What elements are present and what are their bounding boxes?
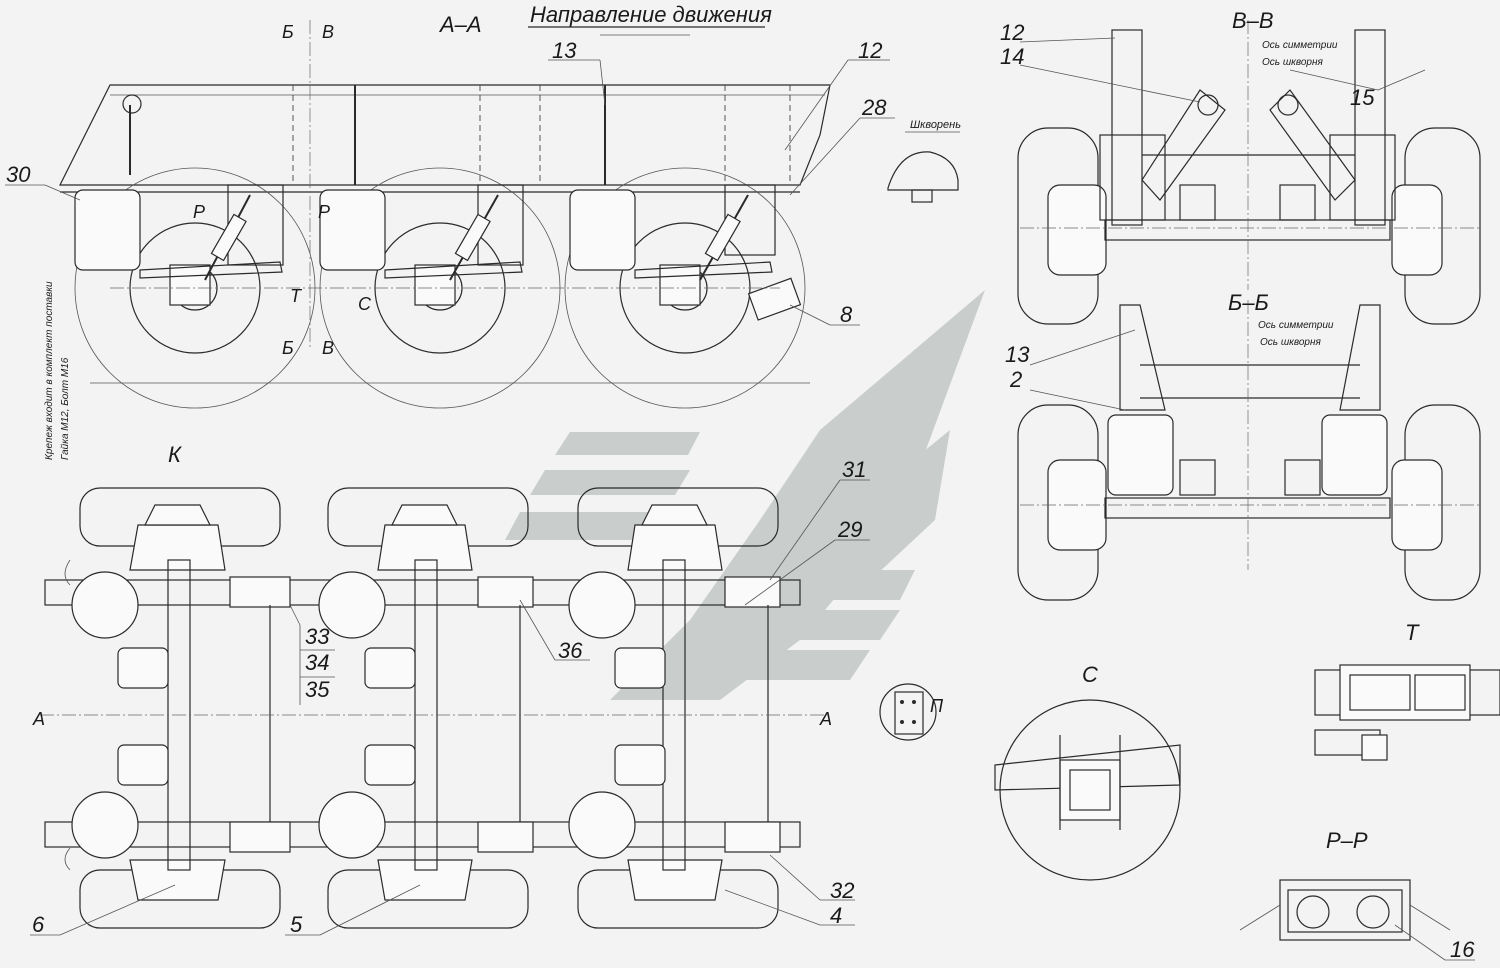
- view-title-vv: В–В: [1232, 8, 1274, 33]
- section-mark-a-left: А: [32, 709, 45, 729]
- bb-axis-symmetry: Ось симметрии: [1258, 320, 1334, 331]
- section-mark-v-top: В: [322, 22, 334, 42]
- callout-34: 34: [305, 650, 329, 675]
- callout-14: 14: [1000, 44, 1024, 69]
- view-title-p: П: [930, 696, 944, 716]
- section-mark-a-right: А: [819, 709, 832, 729]
- view-aa-side: [59, 20, 831, 409]
- callout-28: 28: [861, 95, 887, 120]
- view-title-k: К: [168, 442, 182, 467]
- fastener-note-line1: Крепеж входит в комплект поставки: [44, 281, 55, 460]
- view-k-plan: [40, 487, 830, 929]
- callout-2: 2: [1009, 367, 1022, 392]
- view-title-aa: А–А: [438, 12, 482, 37]
- callout-8: 8: [840, 302, 853, 327]
- callout-16: 16: [1450, 937, 1475, 962]
- section-mark-b-top: Б: [282, 22, 294, 42]
- callout-13: 13: [552, 38, 577, 63]
- callout-12-vv: 12: [1000, 20, 1024, 45]
- view-t-detail: [1314, 664, 1500, 761]
- callout-32: 32: [830, 878, 854, 903]
- section-mark-t: Т: [290, 286, 303, 306]
- callout-35: 35: [305, 677, 330, 702]
- section-mark-r-right: Р: [318, 202, 330, 222]
- callout-15: 15: [1350, 85, 1375, 110]
- bb-axis-kingpin: Ось шкворня: [1260, 337, 1321, 348]
- view-pp-detail: [1239, 879, 1451, 941]
- view-p-detail: [879, 683, 937, 741]
- callout-33: 33: [305, 624, 330, 649]
- view-vv-rear: [1017, 20, 1481, 325]
- vv-axis-kingpin: Ось шкворня: [1262, 57, 1323, 68]
- callout-6: 6: [32, 912, 45, 937]
- fastener-note-line2: Гайка М12, Болт М16: [60, 357, 71, 460]
- watermark-logo: [505, 290, 985, 700]
- kingpin-label: Шкворень: [910, 119, 961, 131]
- callout-13-bb: 13: [1005, 342, 1030, 367]
- direction-label: Направление движения: [530, 2, 772, 27]
- callout-30: 30: [6, 162, 31, 187]
- callout-4: 4: [830, 903, 842, 928]
- section-mark-c: С: [358, 294, 372, 314]
- view-title-c: С: [1082, 662, 1098, 687]
- kingpin-view: [887, 131, 960, 203]
- section-mark-v-bottom: В: [322, 338, 334, 358]
- callout-29: 29: [837, 517, 862, 542]
- callout-5: 5: [290, 912, 303, 937]
- view-title-bb: Б–Б: [1228, 290, 1269, 315]
- section-mark-r-left: Р: [193, 202, 205, 222]
- view-title-pp: Р–Р: [1326, 828, 1368, 853]
- view-c-detail: [994, 699, 1181, 881]
- callout-31: 31: [842, 457, 866, 482]
- leader-lines: [5, 37, 1475, 961]
- view-title-t: Т: [1405, 620, 1420, 645]
- callout-36: 36: [558, 638, 583, 663]
- callout-12: 12: [858, 38, 882, 63]
- vv-axis-symmetry: Ось симметрии: [1262, 40, 1338, 51]
- view-bb: [1017, 300, 1481, 601]
- section-mark-b-bottom: Б: [282, 338, 294, 358]
